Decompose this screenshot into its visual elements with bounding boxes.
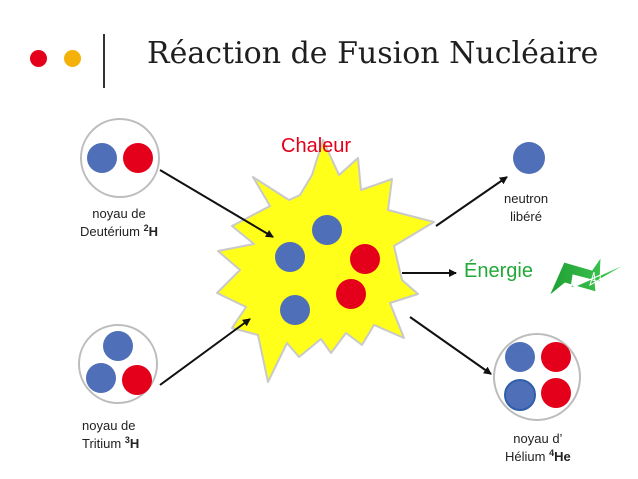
helium-label-line1: noyau d’ (513, 431, 563, 446)
proton-particle (122, 365, 152, 395)
title-divider (103, 34, 105, 88)
neutron-particle (312, 215, 342, 245)
explosion-icon (216, 139, 435, 383)
proton-particle (350, 244, 380, 274)
helium-nucleus (493, 333, 581, 421)
proton-particle (123, 143, 153, 173)
proton-particle (541, 342, 571, 372)
tritium-nucleus (78, 324, 158, 404)
neutron-label-line1: neutron (504, 191, 549, 206)
arrow-reaction-to-neutron (435, 176, 508, 227)
tritium-label-line2: Tritium 3H (82, 435, 139, 453)
helium-label: noyau d’ Hélium 4He (505, 430, 571, 466)
helium-label-line2: Hélium 4He (505, 448, 571, 466)
neutron-label: neutron libéré (504, 190, 548, 226)
deuterium-symbol: H (148, 224, 158, 239)
tritium-name: Tritium (82, 436, 122, 451)
free-neutron (513, 142, 545, 174)
deuterium-label: noyau de Deutérium 2H (80, 205, 158, 241)
neutron-particle (505, 342, 535, 372)
tritium-mass-number: 3 (124, 435, 130, 445)
page-title: Réaction de Fusion Nucléaire (147, 36, 599, 71)
arrow-deuterium-to-reaction (159, 169, 274, 238)
lightning-bolt-icon (548, 255, 631, 297)
helium-mass-number: 4 (549, 448, 555, 458)
deuterium-label-line2: Deutérium 2H (80, 223, 158, 241)
proton-particle (541, 378, 571, 408)
neutron-particle (504, 379, 536, 411)
neutron-particle (86, 363, 116, 393)
deuterium-label-line1: noyau de (92, 206, 146, 221)
deuterium-name: Deutérium (80, 224, 140, 239)
yellow-dot-icon (64, 50, 81, 67)
heat-label: Chaleur (281, 135, 352, 157)
deuterium-mass-number: 2 (143, 223, 149, 233)
tritium-symbol: H (129, 436, 140, 451)
tritium-label: noyau de Tritium 3H (82, 417, 139, 453)
arrow-reaction-to-helium (409, 316, 492, 375)
neutron-label-line2: libéré (510, 209, 542, 224)
helium-symbol: He (554, 449, 571, 464)
arrow-tritium-to-reaction (159, 318, 251, 386)
energy-label: Énergie (464, 260, 533, 282)
neutron-particle (275, 242, 305, 272)
neutron-particle (87, 143, 117, 173)
proton-particle (336, 279, 366, 309)
red-dot-icon (30, 50, 47, 67)
helium-name: Hélium (505, 449, 546, 464)
deuterium-nucleus (80, 118, 160, 198)
neutron-particle (103, 331, 133, 361)
neutron-particle (280, 295, 310, 325)
tritium-label-line1: noyau de (82, 418, 136, 433)
